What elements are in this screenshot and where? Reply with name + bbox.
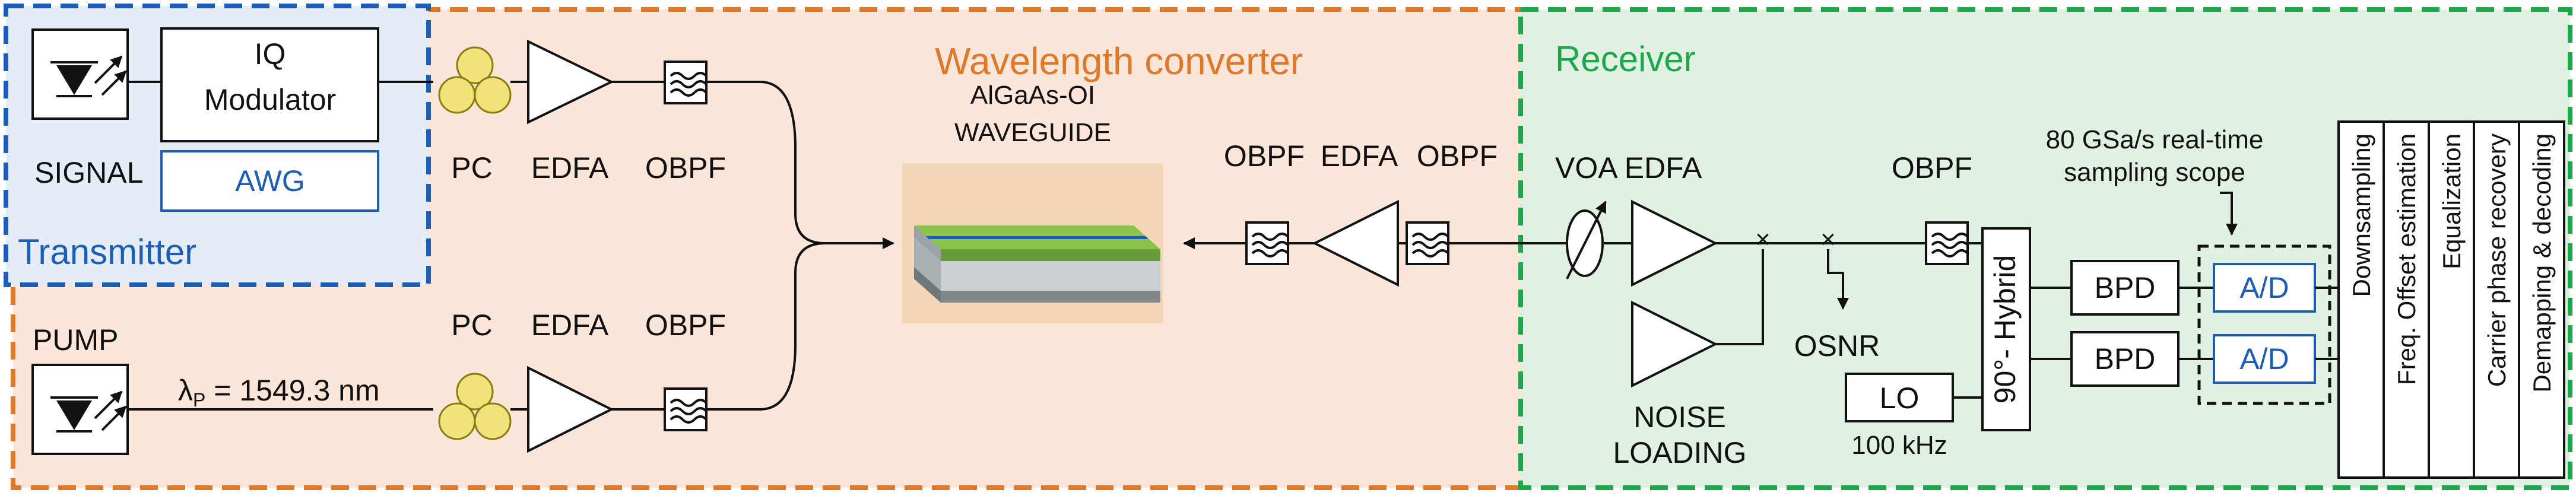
waveguide-label-2: WAVEGUIDE bbox=[954, 118, 1111, 147]
pump-laser-icon bbox=[31, 364, 129, 455]
dsp-step-label: Equalization bbox=[2438, 133, 2466, 269]
receiver-title: Receiver bbox=[1555, 39, 1696, 79]
dsp-step-label: Freq. Offset estimation bbox=[2393, 133, 2420, 385]
waveguide-chip-icon bbox=[902, 163, 1163, 323]
noise-label-1: NOISE bbox=[1633, 400, 1726, 434]
signal-laser-icon bbox=[31, 28, 129, 120]
dsp-step-label: Downsampling bbox=[2347, 133, 2375, 297]
out-obpf2-icon bbox=[1406, 221, 1449, 265]
out-edfa-label: EDFA bbox=[1321, 139, 1398, 173]
converter-title: Wavelength converter bbox=[935, 40, 1303, 82]
out-obpf1-label: OBPF bbox=[1224, 139, 1305, 173]
noise-label-2: LOADING bbox=[1613, 436, 1746, 469]
top-obpf-icon bbox=[664, 61, 708, 104]
bottom-obpf-icon bbox=[664, 387, 708, 431]
rx-edfa-icon bbox=[1631, 199, 1718, 287]
lo-label: LO bbox=[1880, 381, 1920, 415]
dsp-step-label: Carrier phase recovery bbox=[2483, 133, 2511, 387]
rx-obpf-label: OBPF bbox=[1892, 151, 1972, 185]
pump-label: PUMP bbox=[33, 323, 118, 357]
wire-top-combine bbox=[706, 81, 826, 244]
bpd-1-label: BPD bbox=[2095, 271, 2156, 304]
awg-box bbox=[160, 150, 379, 212]
dsp-stack: Downsampling Freq. Offset estimation Equal… bbox=[2337, 120, 2565, 479]
scope-label-2: sampling scope bbox=[2064, 158, 2245, 187]
dsp-step-box bbox=[2383, 120, 2430, 479]
waveguide-label-1: AlGaAs-OI bbox=[970, 81, 1095, 110]
dsp-step-box bbox=[2518, 120, 2565, 479]
dsp-step-label: Demapping & decoding bbox=[2528, 133, 2556, 393]
signal-label: SIGNAL bbox=[34, 156, 143, 189]
top-pc-label: PC bbox=[451, 151, 492, 185]
scope-box bbox=[2197, 244, 2331, 405]
out-obpf2-label: OBPF bbox=[1417, 139, 1498, 173]
noise-coupler-mark: × bbox=[1755, 225, 1771, 254]
bottom-edfa-label: EDFA bbox=[531, 309, 609, 342]
wire-bottom-combine bbox=[706, 242, 826, 411]
noise-loading-edfa-icon bbox=[1631, 300, 1718, 388]
bpd-2-label: BPD bbox=[2095, 342, 2156, 376]
iq-modulator-label-2: Modulator bbox=[204, 83, 336, 116]
bpd-1-box bbox=[2070, 260, 2180, 316]
iq-modulator bbox=[160, 27, 379, 142]
adc-1-label: A/D bbox=[2239, 271, 2289, 304]
hybrid-label: 90°- Hybrid bbox=[1988, 255, 2022, 404]
top-edfa-label: EDFA bbox=[531, 151, 609, 185]
bottom-pc-label: PC bbox=[451, 309, 492, 342]
iq-modulator-label-1: IQ bbox=[255, 37, 286, 71]
hybrid-box bbox=[1981, 227, 2031, 431]
top-edfa-icon bbox=[527, 39, 614, 125]
voa-edfa-label: VOA EDFA bbox=[1555, 151, 1702, 185]
transmitter-title: Transmitter bbox=[18, 232, 196, 272]
dsp-step-box bbox=[2337, 120, 2385, 479]
bottom-edfa-icon bbox=[527, 365, 614, 453]
top-pc-icon bbox=[438, 46, 512, 114]
osnr-tap-mark: × bbox=[1820, 225, 1836, 254]
awg-label: AWG bbox=[235, 164, 305, 198]
pump-wavelength: λP = 1549.3 nm bbox=[178, 374, 380, 411]
lo-linewidth-label: 100 kHz bbox=[1851, 431, 1947, 460]
scope-pointer bbox=[2220, 192, 2238, 236]
bottom-obpf-label: OBPF bbox=[645, 309, 726, 342]
lo-box bbox=[1845, 373, 1954, 422]
wire-osnr bbox=[1827, 249, 1849, 310]
wire-noise bbox=[1715, 249, 1764, 345]
bottom-pc-icon bbox=[438, 373, 512, 440]
osnr-label: OSNR bbox=[1794, 329, 1880, 363]
adc-2-label: A/D bbox=[2239, 342, 2289, 376]
adc-1-box bbox=[2213, 263, 2316, 313]
out-obpf1-icon bbox=[1245, 221, 1289, 265]
scope-label-1: 80 GSa/s real-time bbox=[2046, 125, 2264, 154]
top-obpf-label: OBPF bbox=[645, 151, 726, 185]
rx-obpf-icon bbox=[1925, 221, 1969, 265]
dsp-step-box bbox=[2473, 120, 2520, 479]
